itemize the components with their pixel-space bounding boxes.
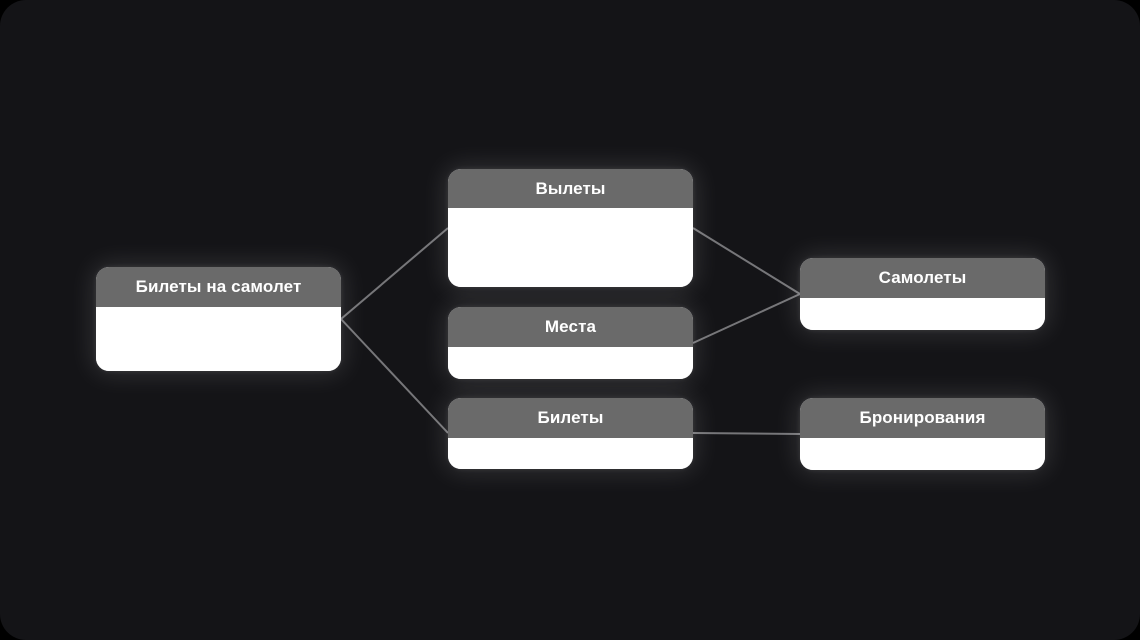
node-body: [448, 347, 693, 379]
node-header: Места: [448, 307, 693, 347]
node-header: Бронирования: [800, 398, 1045, 438]
edge-seats-planes: [692, 293, 801, 344]
edge-tickets-plane-departures: [340, 227, 449, 320]
node-title: Бронирования: [859, 408, 986, 427]
node-body: [96, 307, 341, 371]
node-title: Билеты на самолет: [135, 277, 302, 296]
edge-tickets-bookings: [692, 432, 801, 435]
node-body: [800, 298, 1045, 330]
node-header: Самолеты: [800, 258, 1045, 298]
diagram-node-tickets-plane[interactable]: Билеты на самолет: [96, 267, 341, 371]
node-title: Билеты: [537, 408, 604, 427]
node-body: [448, 438, 693, 469]
node-body: [800, 438, 1045, 470]
edge-departures-planes: [692, 227, 801, 295]
node-header: Вылеты: [448, 169, 693, 208]
node-title: Вылеты: [535, 178, 606, 198]
diagram-node-departures[interactable]: Вылеты: [448, 169, 693, 287]
node-header: Билеты: [448, 398, 693, 438]
edge-tickets-plane-tickets: [340, 318, 449, 434]
diagram-node-tickets[interactable]: Билеты: [448, 398, 693, 469]
diagram-node-seats[interactable]: Места: [448, 307, 693, 379]
node-title: Места: [544, 317, 597, 336]
node-header: Билеты на самолет: [96, 267, 341, 307]
diagram-node-planes[interactable]: Самолеты: [800, 258, 1045, 330]
diagram-node-bookings[interactable]: Бронирования: [800, 398, 1045, 470]
node-body: [448, 208, 693, 287]
node-title: Самолеты: [878, 268, 967, 287]
